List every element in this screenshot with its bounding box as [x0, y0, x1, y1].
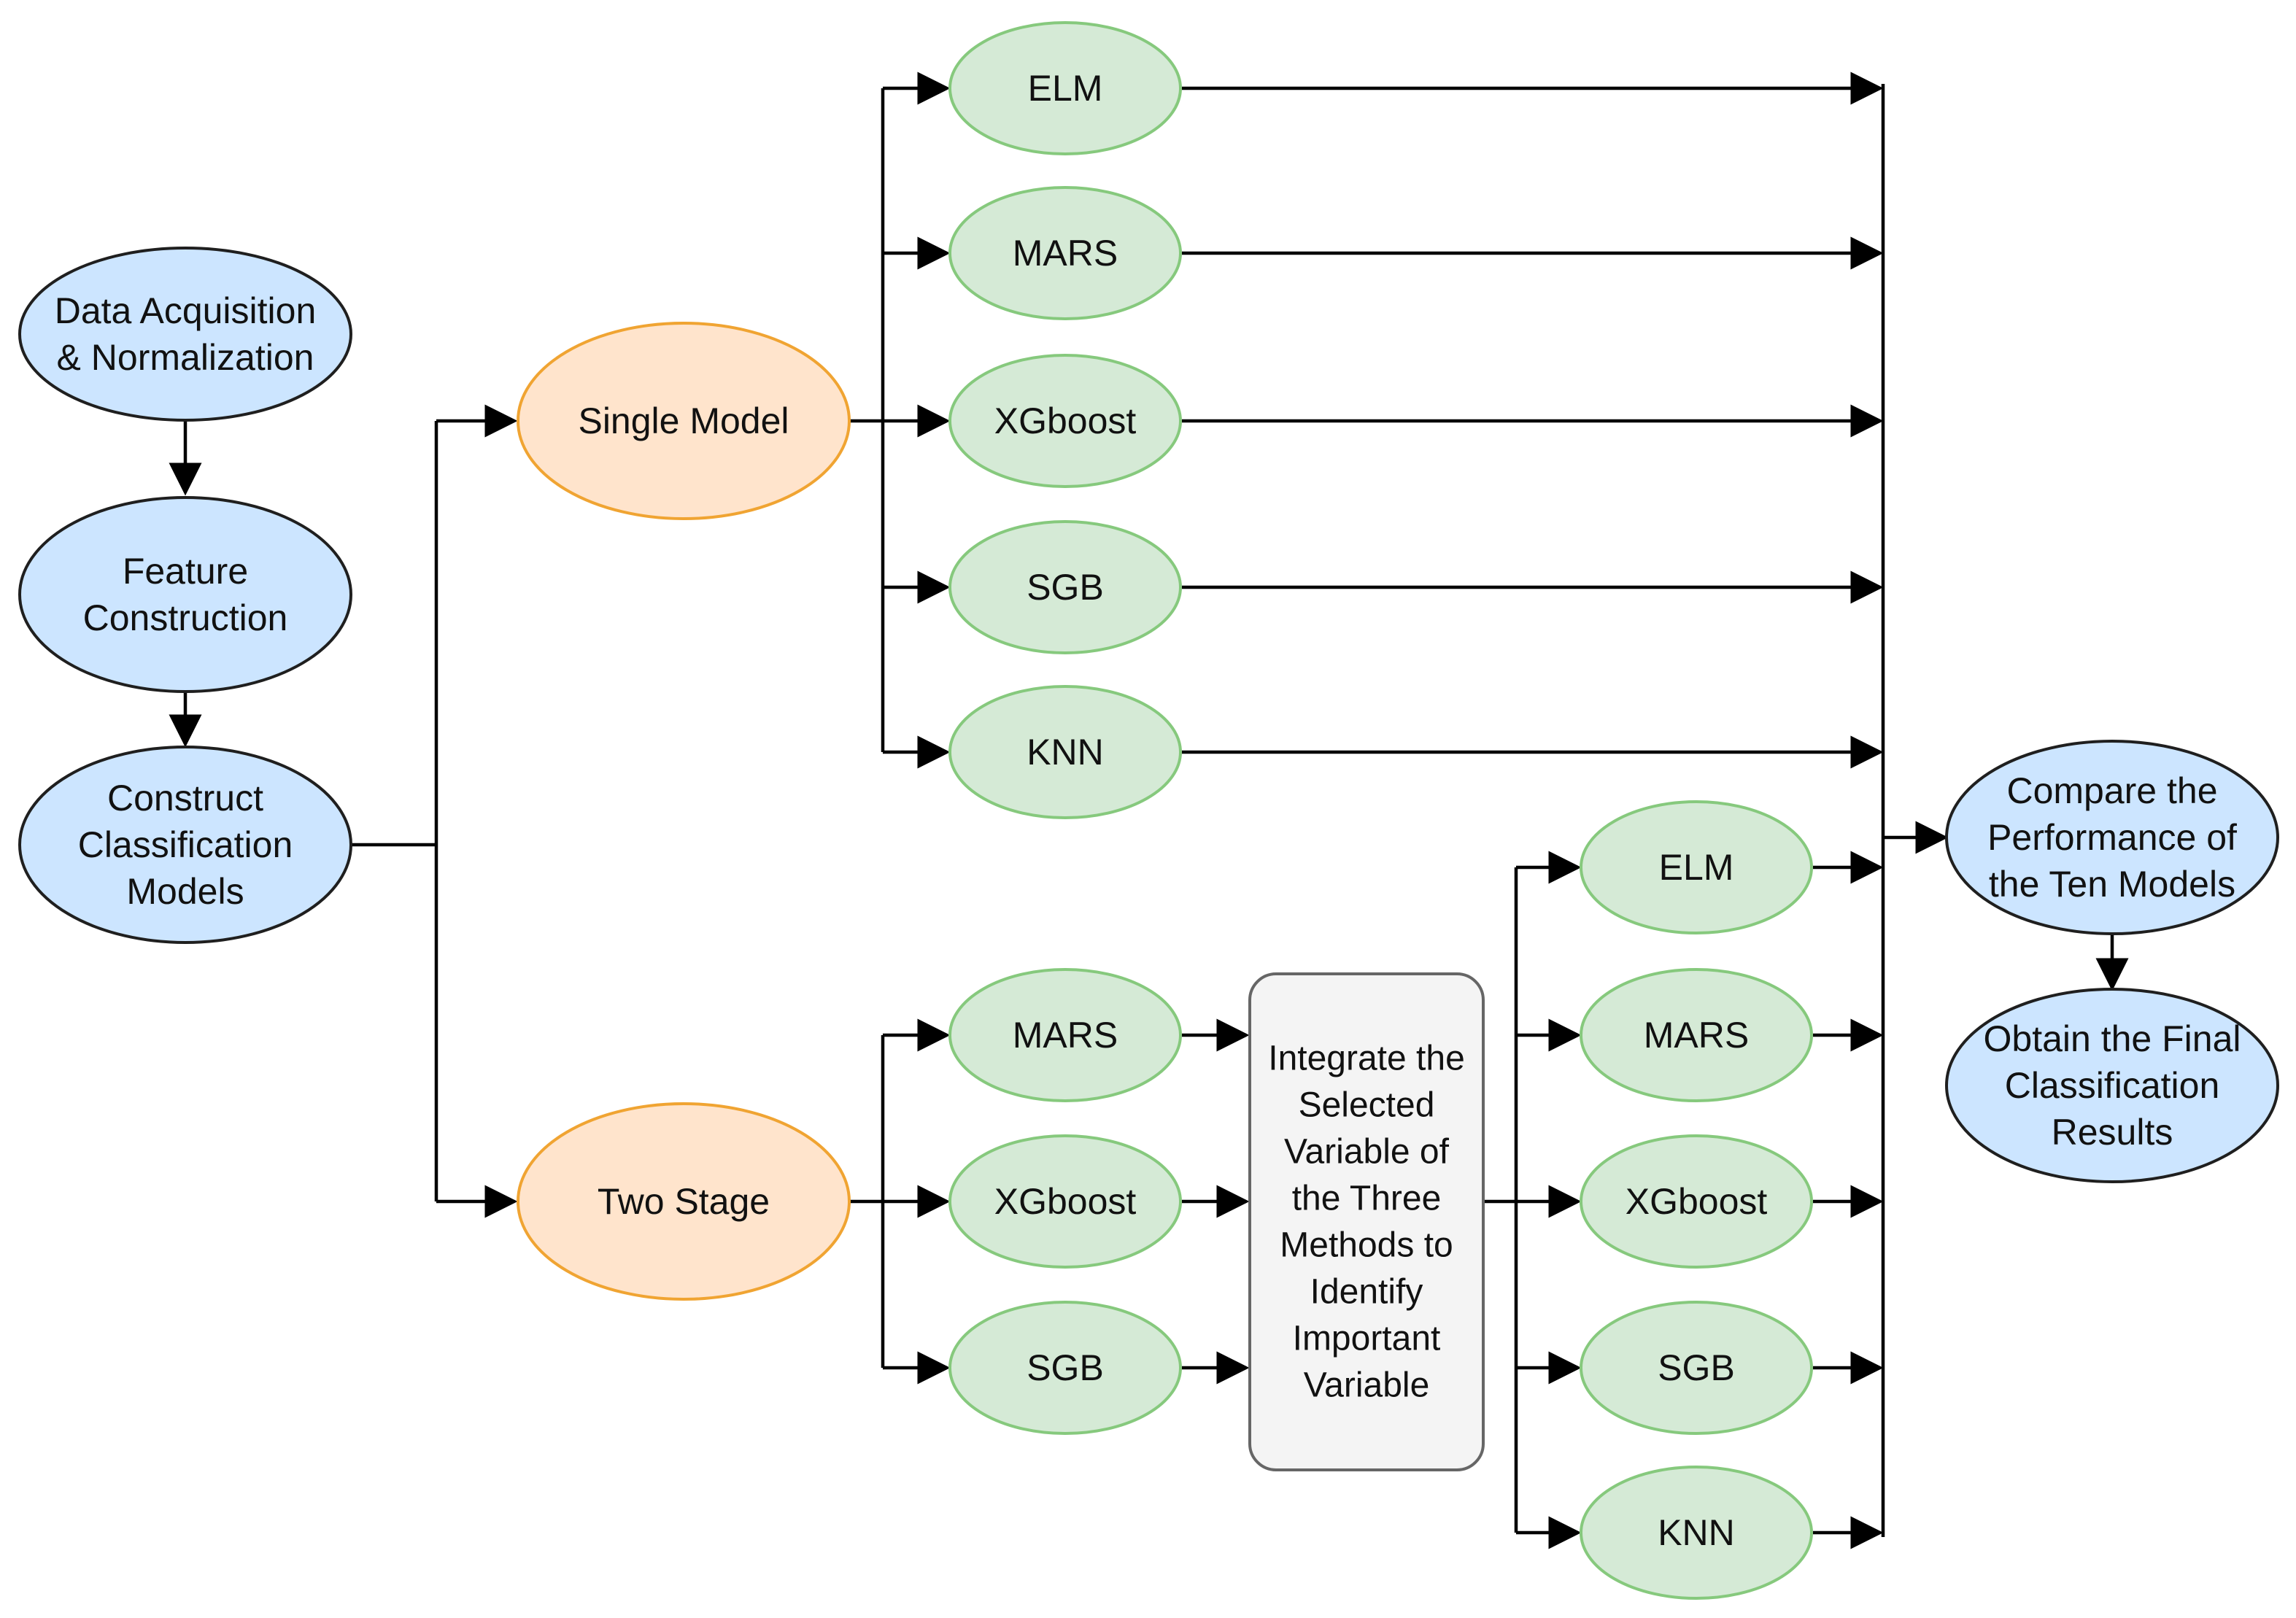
two-stage-node-shape	[517, 1102, 851, 1301]
two-stage-node: Two Stage	[517, 1102, 851, 1301]
integrate-variables-box-label: Identify	[1310, 1273, 1423, 1312]
second-knn-node-shape	[1580, 1466, 1813, 1600]
single-knn-node: KNN	[948, 685, 1182, 819]
compare-performance-node-label: Compare the	[2006, 770, 2217, 811]
integrate-variables-box-label: Variable	[1304, 1366, 1430, 1405]
feature-construction-node-label: Feature	[123, 551, 248, 592]
selector-mars-node: MARS	[948, 968, 1182, 1102]
selector-mars-node-label: MARS	[1013, 1015, 1118, 1056]
single-knn-node-label: KNN	[1027, 732, 1104, 773]
feature-construction-node-label: Construction	[83, 597, 288, 638]
final-results-node-label: Obtain the Final	[1984, 1018, 2241, 1059]
construct-classification-node-shape	[18, 746, 352, 944]
integrate-variables-box-label: Selected	[1299, 1086, 1435, 1125]
second-sgb-node-label: SGB	[1658, 1347, 1735, 1388]
single-sgb-node-shape	[948, 520, 1182, 654]
selector-sgb-node-shape	[948, 1301, 1182, 1435]
selector-mars-node-shape	[948, 968, 1182, 1102]
data-acquisition-node-label: Data Acquisition	[55, 290, 317, 331]
second-knn-node: KNN	[1580, 1466, 1813, 1600]
construct-classification-node-label: Construct	[107, 778, 263, 818]
data-acquisition-node-label: & Normalization	[57, 337, 314, 378]
construct-classification-node-label: Models	[126, 871, 244, 912]
single-model-node: Single Model	[517, 322, 851, 520]
single-model-node-label: Single Model	[578, 400, 789, 441]
integrate-variables-box-label: the Three	[1292, 1180, 1442, 1218]
final-results-node-label: Results	[2052, 1112, 2173, 1153]
data-acquisition-node-shape	[18, 247, 352, 422]
feature-construction-node-shape	[18, 496, 352, 693]
single-knn-node-shape	[948, 685, 1182, 819]
single-model-node-shape	[517, 322, 851, 520]
data-acquisition-node: Data Acquisition & Normalization	[18, 247, 352, 422]
construct-classification-node-label: Classification	[78, 824, 293, 865]
single-sgb-node: SGB	[948, 520, 1182, 654]
compare-performance-node-label: Performance of	[1987, 817, 2237, 858]
compare-performance-node-shape	[1945, 740, 2279, 935]
integrate-variables-box-label: Methods to	[1280, 1226, 1453, 1265]
second-mars-node-shape	[1580, 968, 1813, 1102]
two-stage-node-label: Two Stage	[598, 1181, 770, 1222]
integrate-variables-box-label: Important	[1293, 1320, 1441, 1358]
selector-sgb-node-label: SGB	[1027, 1347, 1104, 1388]
second-sgb-node: SGB	[1580, 1301, 1813, 1435]
single-elm-node: ELM	[948, 21, 1182, 155]
nodes: Data Acquisition & NormalizationFeatureCo…	[18, 21, 2279, 1600]
integrate-variables-box-label: Variable of	[1284, 1133, 1450, 1172]
final-results-node-label: Classification	[2005, 1065, 2220, 1106]
selector-xgboost-node-label: XGboost	[994, 1181, 1137, 1222]
single-xgboost-node-shape	[948, 354, 1182, 488]
selector-xgboost-node: XGboost	[948, 1134, 1182, 1269]
second-xgboost-node-label: XGboost	[1626, 1181, 1768, 1222]
single-mars-node: MARS	[948, 186, 1182, 320]
single-xgboost-node-label: XGboost	[994, 400, 1137, 441]
single-elm-node-label: ELM	[1028, 68, 1103, 109]
second-mars-node: MARS	[1580, 968, 1813, 1102]
second-knn-node-label: KNN	[1658, 1512, 1735, 1553]
final-results-node-shape	[1945, 988, 2279, 1183]
second-mars-node-label: MARS	[1644, 1015, 1749, 1056]
second-elm-node-shape	[1580, 800, 1813, 934]
second-xgboost-node: XGboost	[1580, 1134, 1813, 1269]
integrate-variables-box-shape	[1248, 972, 1485, 1471]
second-xgboost-node-shape	[1580, 1134, 1813, 1269]
single-sgb-node-label: SGB	[1027, 567, 1104, 608]
single-mars-node-label: MARS	[1013, 233, 1118, 274]
single-mars-node-shape	[948, 186, 1182, 320]
single-elm-node-shape	[948, 21, 1182, 155]
second-elm-node: ELM	[1580, 800, 1813, 934]
second-sgb-node-shape	[1580, 1301, 1813, 1435]
integrate-variables-box-label: Integrate the	[1268, 1040, 1465, 1078]
single-xgboost-node: XGboost	[948, 354, 1182, 488]
selector-xgboost-node-shape	[948, 1134, 1182, 1269]
compare-performance-node-label: the Ten Models	[1989, 864, 2235, 905]
selector-sgb-node: SGB	[948, 1301, 1182, 1435]
second-elm-node-label: ELM	[1659, 847, 1734, 888]
connector-lines	[169, 71, 2129, 1549]
